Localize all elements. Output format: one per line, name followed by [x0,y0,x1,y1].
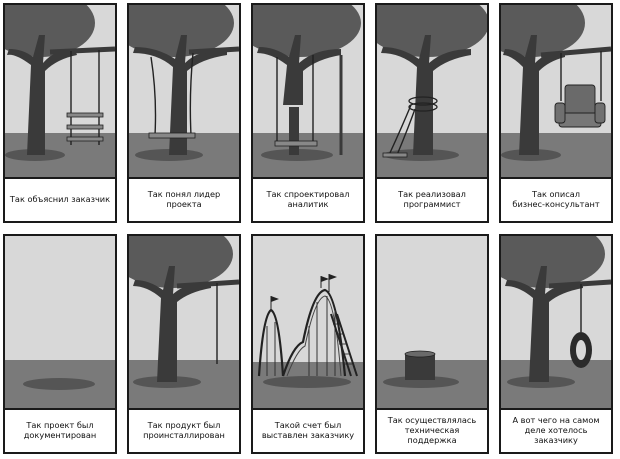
panel-customer-really-wanted: А вот чего на самом деле хотелось заказч… [499,234,613,454]
panel-project-lead-understood: Так понял лидер проекта [127,3,241,223]
panel-caption: Так реализовал программист [377,177,487,221]
swing-cut-trunk-icon [253,5,363,177]
panel-caption: Так объяснил заказчик [5,177,115,221]
panel-customer-explained: Так объяснил заказчик [3,3,117,223]
panel-caption: А вот чего на самом деле хотелось заказч… [501,408,611,452]
swing-three-boards-icon [5,5,115,177]
panel-caption: Так понял лидер проекта [129,177,239,221]
empty-field-icon [5,236,115,408]
panel-programmer-implemented: Так реализовал программист [375,3,489,223]
panel-tech-support-provided: Так осуществлялась техническая поддержка [375,234,489,454]
tree-hanging-rope-icon [129,236,239,408]
panel-caption: Так продукт был проинсталлирован [129,408,239,452]
roller-coaster-icon [253,236,363,408]
panel-caption: Так проект был документирован [5,408,115,452]
panel-caption: Так описал бизнес-консультант [501,177,611,221]
panel-project-documented: Так проект был документирован [3,234,117,454]
panel-customer-billed: Такой счет был выставлен заказчику [251,234,365,454]
tire-swing-icon [501,236,611,408]
panel-caption: Так спроектировал аналитик [253,177,363,221]
tree-stump-icon [377,236,487,408]
panel-analyst-designed: Так спроектировал аналитик [251,3,365,223]
panel-caption: Так осуществлялась техническая поддержка [377,408,487,452]
swing-tied-ropes-icon [129,5,239,177]
swing-armchair-icon [501,5,611,177]
panel-business-consultant-described: Так описал бизнес-консультант [499,3,613,223]
panel-caption: Такой счет был выставлен заказчику [253,408,363,452]
swing-wrapped-trunk-icon [377,5,487,177]
panel-product-installed: Так продукт был проинсталлирован [127,234,241,454]
